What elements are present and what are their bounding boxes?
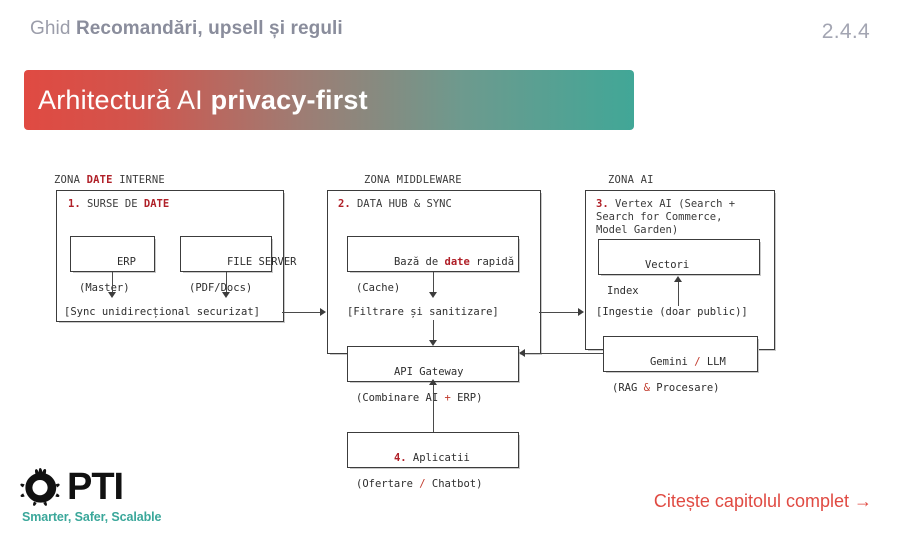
zone-title-ai-line2: Search for Commerce, (596, 211, 723, 223)
logo-wordmark: PTI (67, 466, 124, 508)
zone-label-accent: DATE (86, 174, 113, 186)
arrow-filter-down-icon (429, 340, 437, 346)
box-apps-line1: Aplicatii (406, 452, 470, 464)
zone-title-middleware-accent: & (413, 198, 421, 210)
zone-label-ai-text: ZONA AI (608, 174, 654, 186)
box-gemini-llm[interactable]: Gemini / LLM (RAG & Procesare) (603, 336, 758, 394)
breadcrumb-prefix: Ghid (30, 18, 71, 39)
zone-label-internal-data: ZONA DATE INTERNE (54, 174, 165, 186)
connector-db-to-filter (433, 272, 434, 294)
banner-text-light: Arhitectură AI (38, 84, 203, 115)
box-apps-line2-pre: (Ofertare (356, 478, 420, 490)
arrow-erp-down-icon (108, 292, 116, 298)
box-gateway-line2-pre: (Combinare AI (356, 392, 445, 404)
breadcrumb-title: Recomandări, upsell și reguli (75, 18, 343, 39)
arrow-gateway-up-icon (429, 379, 437, 385)
logo-tagline: Smarter, Safer, Scalable (22, 510, 162, 524)
note-ingestion: [Ingestie (doar public)] (596, 306, 748, 318)
arrow-ingest-up-icon (674, 276, 682, 282)
zone-label-pre: ZONA (54, 174, 87, 186)
connector-filter-to-gateway (433, 320, 434, 344)
box-apps-line2-accent: / (419, 478, 426, 490)
box-gemini-line2-accent: & (643, 382, 650, 394)
zone-title-internal-data: 1. SURSE DE DATE (68, 198, 169, 211)
zone-title-ai-line3: Model Garden) (596, 224, 679, 236)
box-gemini-line1-accent: / (694, 356, 701, 368)
box-erp-line2: (Master) (79, 282, 130, 294)
box-file-server-line1: FILE SERVER (226, 256, 297, 268)
zone-title-accent: DATE (143, 198, 170, 210)
connector-fileserver-to-sync (226, 272, 227, 294)
connector-gemini-to-gateway (525, 353, 603, 354)
arrow-db-down-icon (429, 292, 437, 298)
zone-title-middleware-pre: DATA HUB (350, 198, 414, 210)
box-apps-number: 4. (393, 452, 407, 464)
opti-logo: PTI Smarter, Safer, Scalable (20, 466, 200, 528)
zone-label-ai: ZONA AI (608, 174, 654, 186)
box-vector-index[interactable]: Vectori Index (598, 239, 760, 297)
box-db-line1-pre: Bază de (393, 256, 445, 268)
box-applications[interactable]: 4. Aplicatii (Ofertare / Chatbot) (347, 432, 519, 490)
arrow-fileserver-down-icon (222, 292, 230, 298)
box-gateway-line2-accent: + (444, 392, 451, 404)
box-api-gateway[interactable]: API Gateway (Combinare AI + ERP) (347, 346, 519, 404)
zone-label-post: INTERNE (112, 174, 165, 186)
box-db-line1-accent: date (444, 256, 470, 268)
zone-title-ai-line1-accent: + (728, 198, 736, 210)
box-erp[interactable]: ERP (Master) (70, 236, 155, 294)
box-fast-database[interactable]: Bază de date rapidă (Cache) (347, 236, 519, 294)
box-gemini-line2-post: Procesare) (649, 382, 720, 394)
banner-text-bold: privacy-first (210, 84, 368, 115)
box-gemini-line1-pre: Gemini (649, 356, 695, 368)
version-number: 2.4.4 (821, 20, 870, 43)
box-apps-line2-post: Chatbot) (425, 478, 483, 490)
zone-number: 1. (68, 198, 81, 210)
connector-gateway-to-apps (433, 382, 434, 436)
arrow-zone2-right-icon (578, 308, 584, 316)
box-file-server-line2: (PDF/Docs) (189, 282, 253, 294)
box-db-line2: (Cache) (356, 282, 401, 294)
zone-label-middleware-text: ZONA MIDDLEWARE (364, 174, 462, 186)
zone-title-ai-line1-pre: Vertex AI (Search (608, 198, 729, 210)
zone-number-middleware: 2. (338, 198, 351, 210)
banner-text: Arhitectură AI privacy-first (38, 85, 368, 116)
zone-title-middleware: 2. DATA HUB & SYNC (338, 198, 452, 211)
box-file-server[interactable]: FILE SERVER (PDF/Docs) (180, 236, 296, 294)
page-breadcrumb: Ghid Recomandări, upsell și reguli (30, 18, 343, 40)
box-gateway-line1: API Gateway (393, 366, 464, 378)
arrow-zone1-right-icon (320, 308, 326, 316)
zone-internal-data (56, 190, 284, 322)
octopus-logo-icon (20, 468, 60, 506)
read-full-chapter-link[interactable]: Citește capitolul complet → (653, 491, 872, 511)
arrow-gemini-left-icon (519, 349, 525, 357)
connector-erp-to-sync (112, 272, 113, 294)
zone-title-pre: SURSE DE (80, 198, 144, 210)
note-sync-secure: [Sync unidirecțional securizat] (64, 306, 260, 318)
architecture-diagram: ZONA DATE INTERNE 1. SURSE DE DATE ERP (… (0, 160, 898, 490)
zone-number-ai: 3. (596, 198, 609, 210)
zone-title-ai: 3. Vertex AI (Search + Search for Commer… (596, 198, 735, 237)
zone-label-middleware: ZONA MIDDLEWARE (364, 174, 462, 186)
title-banner: Arhitectură AI privacy-first (24, 70, 634, 130)
connector-zone2-to-zone3 (539, 312, 579, 313)
box-db-line1-post: rapidă (469, 256, 515, 268)
box-erp-line1: ERP (116, 256, 136, 268)
box-gateway-line2-post: ERP) (450, 392, 483, 404)
box-vector-line1: Vectori (644, 259, 690, 271)
box-gemini-line2-pre: (RAG (612, 382, 644, 394)
box-vector-line2: Index (607, 285, 639, 297)
zone-title-middleware-post: SYNC (420, 198, 452, 210)
connector-ingest-to-vector (678, 282, 679, 306)
box-gemini-line1-post: LLM (700, 356, 726, 368)
connector-zone1-to-zone2 (282, 312, 321, 313)
note-filter-sanitize: [Filtrare și sanitizare] (347, 306, 499, 318)
logo-row: PTI (20, 466, 200, 508)
